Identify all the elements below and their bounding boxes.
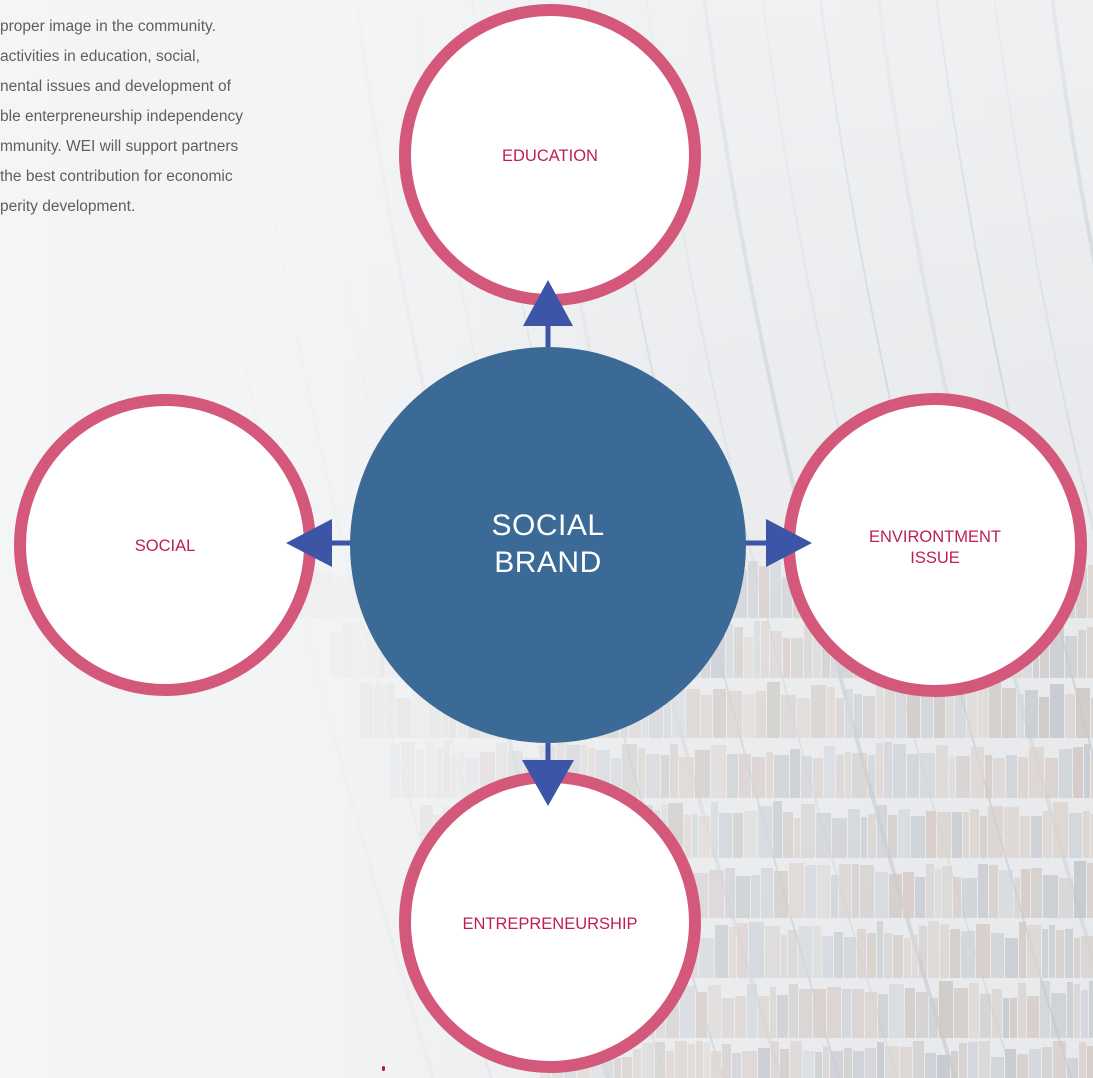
intro-line: nental issues and development of (0, 78, 231, 95)
entrepreneurship-label-text: ENTREPRENEURSHIP (462, 915, 638, 933)
intro-line: ble enterpreneurship independency (0, 108, 244, 125)
education-label-text: EDUCATION (502, 147, 598, 165)
social-label-text: SOCIAL (134, 537, 196, 555)
intro-line: activities in education, social, (0, 48, 200, 65)
intro-paragraph: proper image in the community. activitie… (0, 12, 360, 222)
hub-label-line2: BRAND (494, 546, 602, 579)
hub-label-line1: SOCIAL (491, 509, 605, 542)
arrow-down-icon (522, 760, 574, 806)
environment-label-line2: ISSUE (910, 549, 960, 567)
intro-line: mmunity. WEI will support partners (0, 138, 239, 155)
arrow-left-icon (286, 519, 332, 567)
social-label: SOCIAL (65, 536, 265, 557)
arrow-right-icon (766, 519, 812, 567)
entrepreneurship-label: ENTREPRENEURSHIP (440, 914, 660, 935)
intro-line: perity development. (0, 198, 136, 215)
intro-line: the best contribution for economic (0, 168, 233, 185)
hub-label: SOCIAL BRAND (448, 507, 648, 581)
social-brand-hub (350, 347, 746, 743)
arrow-up-icon (523, 280, 573, 326)
decorative-dot (382, 1066, 385, 1071)
environment-label: ENVIRONTMENT ISSUE (835, 527, 1035, 569)
environment-label-line1: ENVIRONTMENT (869, 528, 1001, 546)
intro-line: proper image in the community. (0, 18, 216, 35)
education-label: EDUCATION (450, 146, 650, 167)
